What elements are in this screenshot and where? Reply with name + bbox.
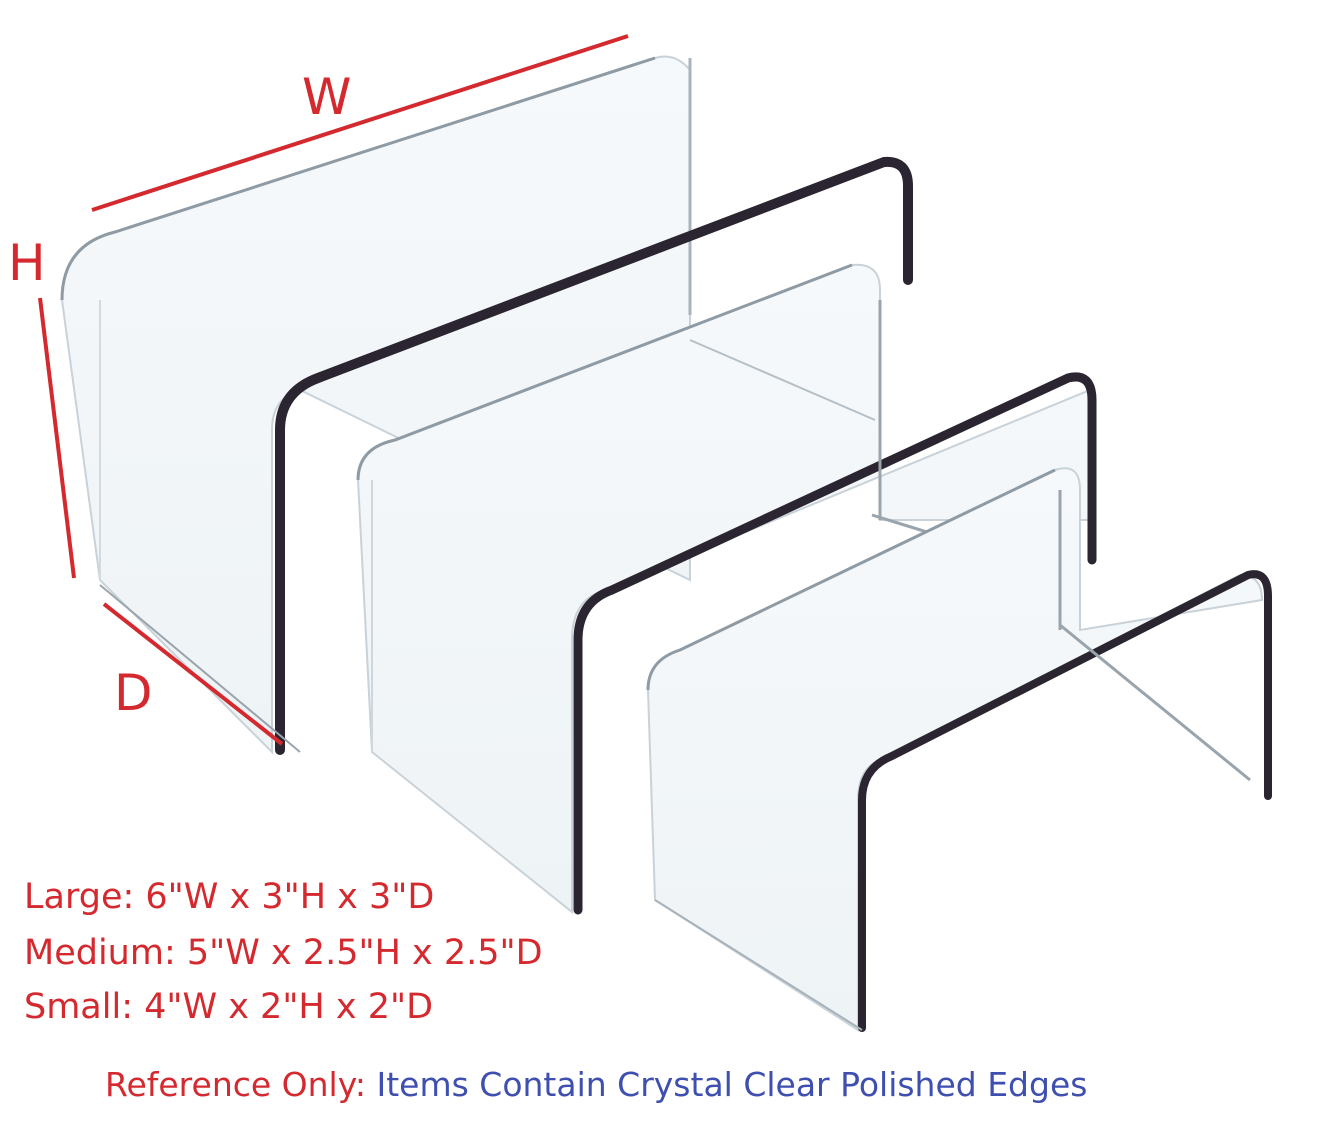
caption-prefix: Reference Only: <box>105 1065 366 1104</box>
height-label: H <box>8 234 46 292</box>
width-dimension-line <box>91 34 629 212</box>
height-dimension-line <box>38 297 76 579</box>
width-label: W <box>302 68 352 126</box>
size-large: Large: 6"W x 3"H x 3"D <box>24 877 435 917</box>
caption-text: Items Contain Crystal Clear Polished Edg… <box>376 1065 1088 1104</box>
depth-dimension-line <box>102 602 284 746</box>
size-medium: Medium: 5"W x 2.5"H x 2.5"D <box>24 933 543 973</box>
depth-label: D <box>114 664 153 722</box>
size-small: Small: 4"W x 2"H x 2"D <box>24 987 434 1027</box>
small-riser <box>646 467 1272 1032</box>
reference-caption: Reference Only: Items Contain Crystal Cl… <box>105 1068 1087 1101</box>
large-riser <box>60 55 913 755</box>
